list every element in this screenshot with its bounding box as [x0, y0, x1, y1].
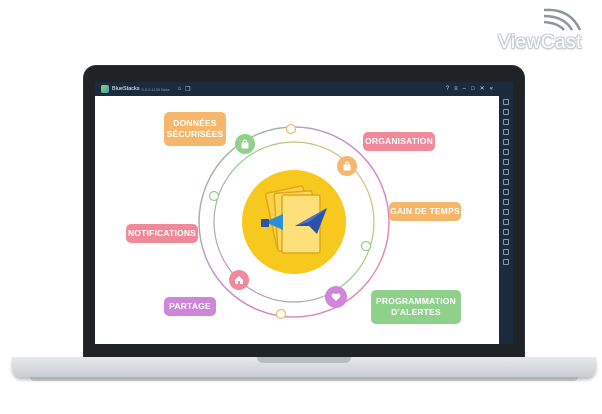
close-icon[interactable]: ✕ [479, 86, 485, 92]
laptop-notch [257, 357, 351, 363]
menu-icon[interactable]: ≡ [454, 86, 458, 92]
orbit-rings [198, 123, 390, 320]
shopping-bag-icon [235, 134, 255, 154]
window-controls: ? ≡ – □ ✕ « [446, 84, 493, 94]
folder-icon[interactable] [503, 189, 509, 195]
keyboard-icon[interactable] [503, 149, 509, 155]
layers-icon[interactable] [503, 209, 509, 215]
bluestacks-logo-icon [101, 85, 109, 93]
laptop-shadow [30, 377, 578, 381]
back-icon[interactable]: « [489, 86, 493, 92]
pill-programmation-alertes[interactable]: PROGRAMMATION D'ALERTES [371, 290, 461, 324]
viewcast-brand: ViewCast [498, 32, 582, 53]
volume-up-icon[interactable] [503, 109, 509, 115]
back-nav-icon[interactable] [503, 239, 509, 245]
recent-apps-icon[interactable] [503, 259, 509, 265]
house-icon [229, 270, 249, 290]
bag-icon [337, 156, 357, 176]
heart-icon [325, 286, 347, 308]
emulator-sidebar [499, 96, 513, 344]
screen-record-icon[interactable] [503, 129, 509, 135]
emulator-version: 5.0.0.1130 Beta [141, 86, 170, 92]
pill-gain-de-temps[interactable]: GAIN DE TEMPS [389, 202, 461, 221]
help-icon[interactable]: ? [445, 86, 450, 92]
minimize-icon[interactable]: – [462, 86, 466, 92]
pill-partage[interactable]: PARTAGE [164, 297, 216, 316]
laptop-base [12, 357, 596, 377]
pill-notifications[interactable]: NOTIFICATIONS [126, 224, 198, 243]
restore-icon[interactable]: □ [471, 86, 475, 92]
app-content: DONNÉES SÉCURISÉES ORGANISATION GAIN DE … [95, 96, 499, 344]
location-icon[interactable] [503, 179, 509, 185]
emulator-screen: BlueStacks 5.0.0.1130 Beta ⌂ ❐ ? ≡ – □ ✕… [95, 82, 513, 344]
home-nav-icon[interactable] [503, 249, 509, 255]
pill-donnees-securisees[interactable]: DONNÉES SÉCURISÉES [164, 112, 226, 146]
emulator-title: BlueStacks [112, 86, 140, 92]
screenshot-icon[interactable] [503, 139, 509, 145]
apk-icon[interactable] [503, 219, 509, 225]
settings-icon[interactable] [503, 229, 509, 235]
signal-arcs-icon [543, 8, 582, 31]
home-icon[interactable]: ⌂ [177, 86, 182, 92]
emulator-titlebar: BlueStacks 5.0.0.1130 Beta ⌂ ❐ ? ≡ – □ ✕… [95, 82, 513, 96]
fullscreen-icon[interactable] [503, 99, 509, 105]
volume-down-icon[interactable] [503, 119, 509, 125]
copy-icon[interactable] [503, 199, 509, 205]
multi-instance-icon[interactable]: ❐ [185, 86, 191, 93]
pill-organisation[interactable]: ORGANISATION [363, 132, 435, 151]
viewcast-watermark: ViewCast [498, 6, 596, 53]
shake-icon[interactable] [503, 169, 509, 175]
rotate-icon[interactable] [503, 159, 509, 165]
